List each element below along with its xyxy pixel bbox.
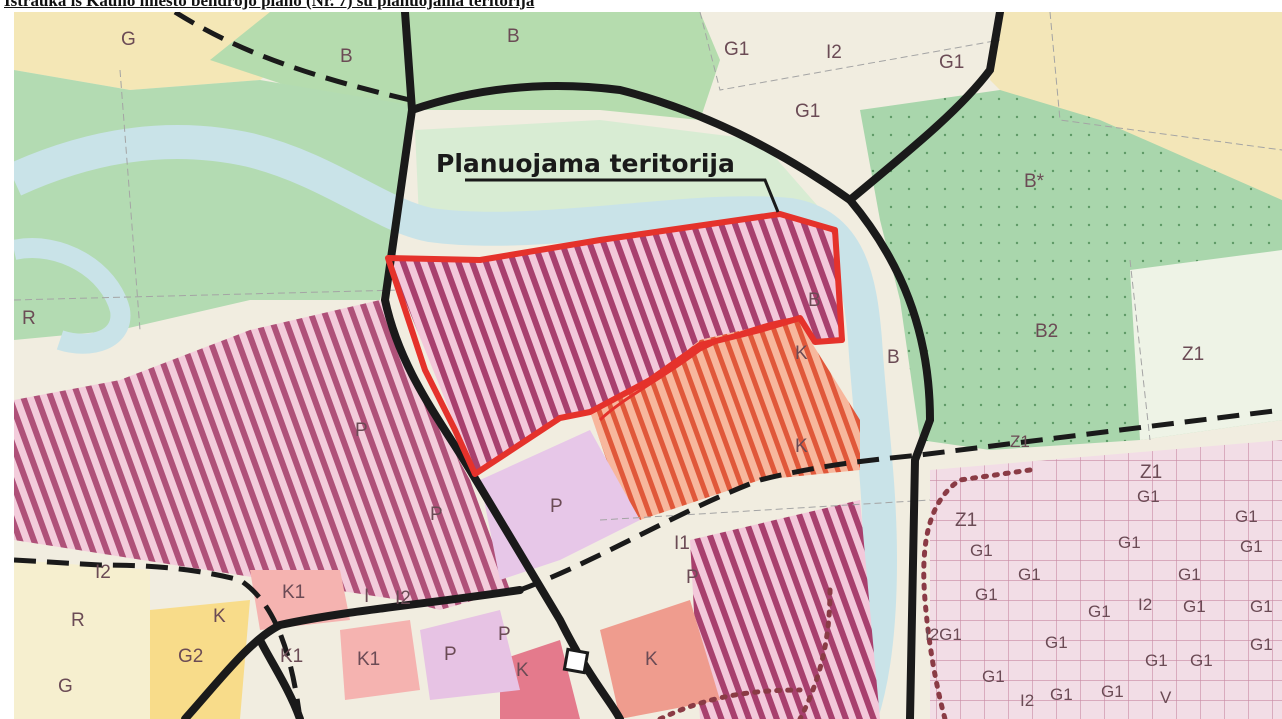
planned-label-leader [465,178,780,213]
road-east-down [846,196,935,719]
zone-label-g2: G2 [178,646,203,667]
zone-p-centre [480,430,640,580]
zone-g-sw [14,560,150,719]
road-ne [846,12,1004,204]
zone-label-g-nw: G [121,29,136,50]
zone-label-r-sw: R [71,610,85,631]
zone-label-b-2: B [507,26,520,47]
planned-territory-outline[interactable] [385,211,845,477]
zone-label-b-small: B [808,290,821,311]
zone-label-b-1: B [340,46,353,67]
zone-label-k-2: K [795,436,808,457]
zone-hatched-west [14,300,510,610]
zone-label-g1-e7: G1 [1178,565,1201,584]
road-vertical-west [380,12,624,719]
zone-label-p-1: P [355,420,368,441]
zone-label-g1-e5: G1 [1240,537,1263,556]
zone-label-g1-e17: G1 [1050,685,1073,704]
zone-label-g1-e10: G1 [1183,597,1206,616]
zone-label-b2: B2 [1035,321,1058,342]
zone-label-k-5: K [645,649,658,670]
zone-k-center-south [500,640,580,719]
zone-label-z1-2: Z1 [1140,462,1162,483]
zone-label-i1: I1 [674,533,690,554]
zone-label-p-5: P [444,644,457,665]
dashed-boundaries [14,12,1282,719]
zone-label-g1-e16: G1 [982,667,1005,686]
zone-label-g1-e3: G1 [970,541,993,560]
zone-label-g1-e12: G1 [1045,633,1068,652]
zone-label-i2-e: I2 [1138,595,1152,614]
zone-g2 [150,600,250,719]
planned-territory-inner-line [598,316,801,422]
zone-label-i2-2: I2 [395,588,411,609]
zone-residential-east [930,440,1282,719]
zone-label-g-sw: G [58,676,73,697]
zone-label-g1-e1: G1 [1137,487,1160,506]
zone-label-g1-e18: G1 [1101,682,1124,701]
zone-label-i2-e2: I2 [1020,691,1034,710]
zone-label-g1-2: G1 [939,52,964,73]
zone-label-p-3: P [430,504,443,525]
zone-label-z1-east: Z1 [1182,344,1204,365]
zone-label-k-3: K [213,606,226,627]
zone-label-g1-1: G1 [724,39,749,60]
zone-label-i-1: I [364,586,369,607]
map-frame[interactable]: Planuojama teritorija G B B G1 I2 G1 G1 … [14,12,1282,719]
zone-label-g1-e2: G1 [1235,507,1258,526]
zone-hatched-south [690,500,880,719]
river-west-loop [14,238,131,354]
zone-label-k1-1: K1 [282,582,305,603]
zone-label-bstar: B* [1024,171,1045,192]
zone-label-g1-e15: G1 [1250,635,1273,654]
zone-label-g1-e4: G1 [1118,533,1141,552]
zone-yellow-ne [990,12,1282,200]
road-junction-marker [562,647,590,675]
zone-label-v-e: V [1160,688,1172,707]
zone-label-r-west: R [22,308,36,329]
road-stub [256,636,304,719]
zone-label-g1-3: G1 [795,101,820,122]
main-roads[interactable] [181,12,1004,719]
dotted-boundaries [657,467,1033,719]
zone-label-i2-top: I2 [826,42,842,63]
zone-label-p-2: P [550,496,563,517]
zone-label-g1-e11: G1 [1250,597,1273,616]
road-north-curve [408,82,854,204]
zone-k1-south-2 [340,620,420,700]
zone-label-g1-e14: G1 [1190,651,1213,670]
zone-hatched-orange [590,317,860,520]
zone-label-b-circle: B [887,347,900,368]
zone-yellow-north [14,12,300,90]
zone-label-k1-3: K1 [357,649,380,670]
road-south-west [181,586,524,719]
zone-label-z1-3: Z1 [955,510,977,531]
zone-labels: G B B G1 I2 G1 G1 B* B B B2 Z1 R K K P P… [22,26,1273,710]
zone-label-k1-2: K1 [280,646,303,667]
zone-label-g1-e8: G1 [975,585,998,604]
river [14,125,898,719]
zone-p-south [420,610,520,700]
zone-label-k-1: K [795,343,808,364]
zone-label-g1-e6: G1 [1018,565,1041,584]
zoning-map[interactable]: Planuojama teritorija G B B G1 I2 G1 G1 … [14,12,1282,719]
zone-label-p-4: P [498,624,511,645]
zone-k-south [600,600,720,719]
zone-label-z1-line: Z1 [1010,432,1030,451]
zone-label-i2g1: I2G1 [925,625,962,644]
planned-territory-label: Planuojama teritorija [436,149,735,178]
zone-label-g1-e13: G1 [1145,651,1168,670]
zone-label-g1-e9: G1 [1088,602,1111,621]
zone-forest-east-2 [1130,250,1282,440]
zone-label-p-6: P [686,567,699,588]
zone-hatched-planned [388,214,840,474]
zone-label-k-4: K [516,660,529,681]
cadastral-lines [14,12,1282,521]
map-caption: Ištrauka iš Kauno miesto bendrojo plano … [4,0,535,10]
zone-label-i2-w: I2 [95,562,111,583]
